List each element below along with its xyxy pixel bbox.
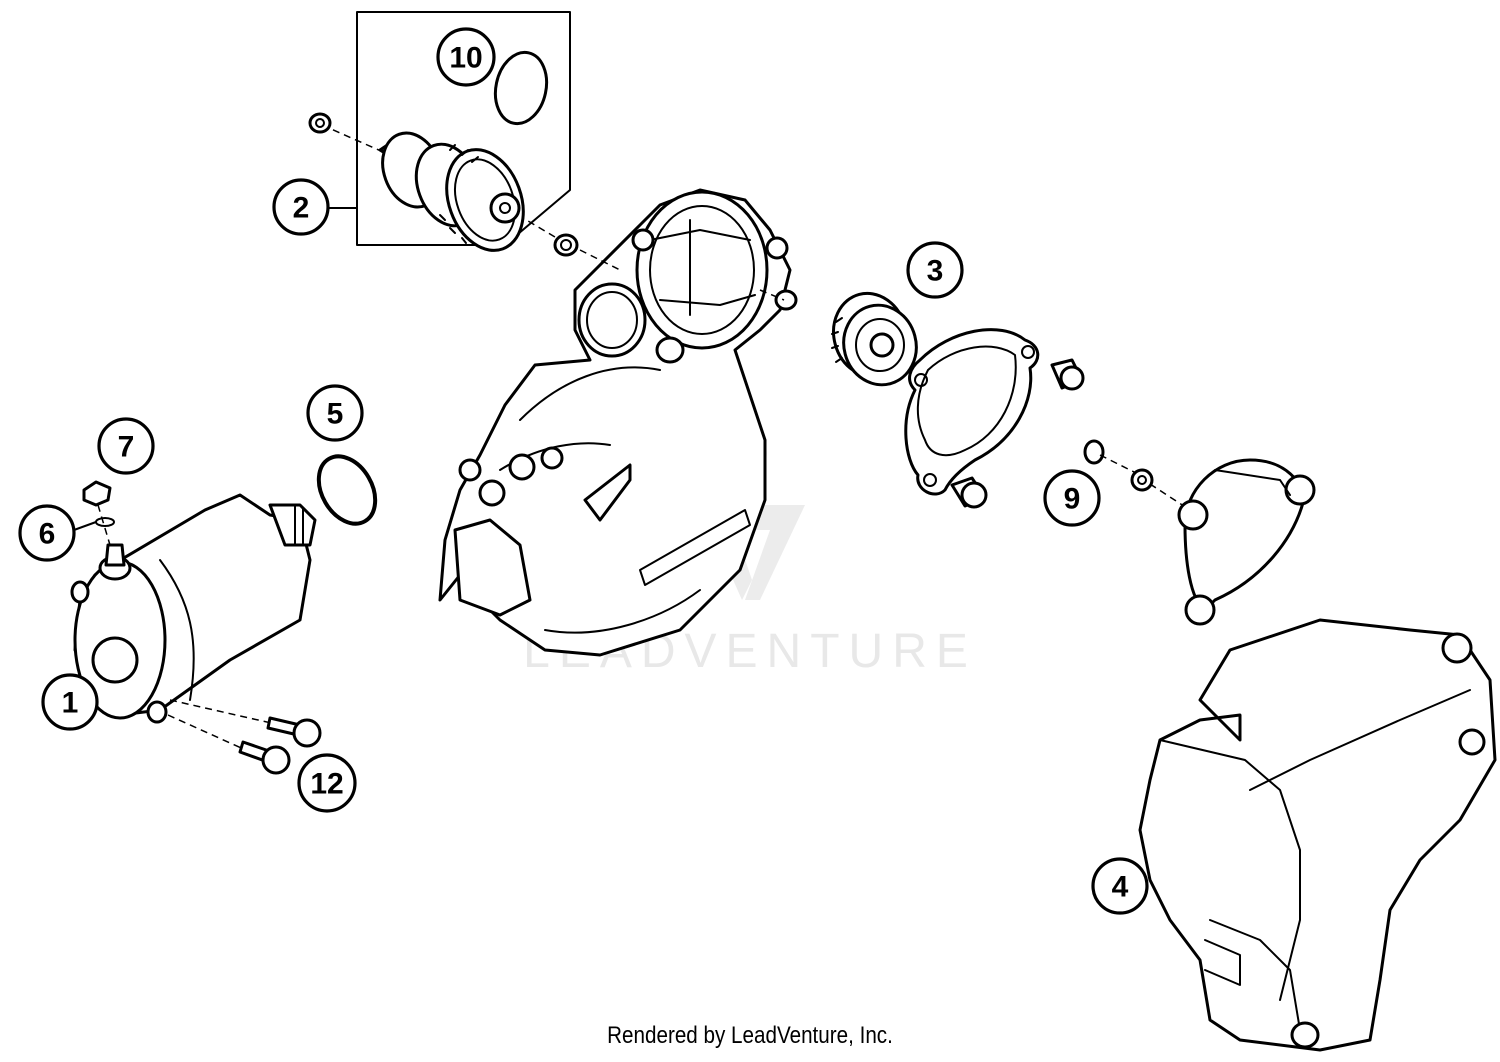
callout-1[interactable]: 1 [41, 673, 99, 731]
callout-label-12: 12 [310, 768, 343, 801]
o-ring-part-5 [316, 454, 378, 526]
starter-motor-part-1 [70, 493, 317, 753]
callout-9[interactable]: 9 [1043, 469, 1101, 527]
kit-group-box [356, 11, 571, 246]
snap-ring-part-9 [1083, 439, 1191, 511]
callout-label-10: 10 [449, 42, 482, 75]
callout-label-9: 9 [1064, 483, 1081, 516]
callout-6[interactable]: 6 [18, 504, 76, 562]
ignition-cover-center [438, 188, 798, 657]
callout-2[interactable]: 2 [272, 178, 330, 236]
cover-gasket [904, 328, 1040, 496]
callout-4[interactable]: 4 [1091, 857, 1149, 915]
gasket-inner [916, 345, 1017, 457]
callout-label-2: 2 [293, 192, 310, 225]
washer-part-6 [95, 517, 115, 527]
bolts-part-12 [238, 716, 322, 775]
callout-label-5: 5 [327, 398, 344, 431]
idler-gear-part-3 [831, 291, 918, 387]
dowel-sleeves [950, 358, 1085, 509]
footer-credit: Rendered by LeadVenture, Inc. [607, 1022, 893, 1049]
callout-label-3: 3 [927, 255, 944, 288]
callout-label-7: 7 [118, 431, 135, 464]
starter-idler-gear-part-2 [308, 112, 579, 257]
nut-part-7 [82, 480, 112, 507]
callout-10[interactable]: 10 [436, 27, 496, 87]
callout-12[interactable]: 12 [297, 753, 357, 813]
callout-label-6: 6 [39, 518, 56, 551]
leader-line-6 [73, 521, 97, 531]
callout-label-1: 1 [62, 687, 79, 720]
o-ring-part-10 [493, 50, 549, 126]
protection-cover-part-4 [1138, 618, 1497, 1052]
callout-label-4: 4 [1112, 871, 1129, 904]
callout-7[interactable]: 7 [97, 417, 155, 475]
callout-3[interactable]: 3 [906, 241, 964, 299]
callout-5[interactable]: 5 [306, 384, 364, 442]
small-cover-right [1177, 458, 1316, 626]
